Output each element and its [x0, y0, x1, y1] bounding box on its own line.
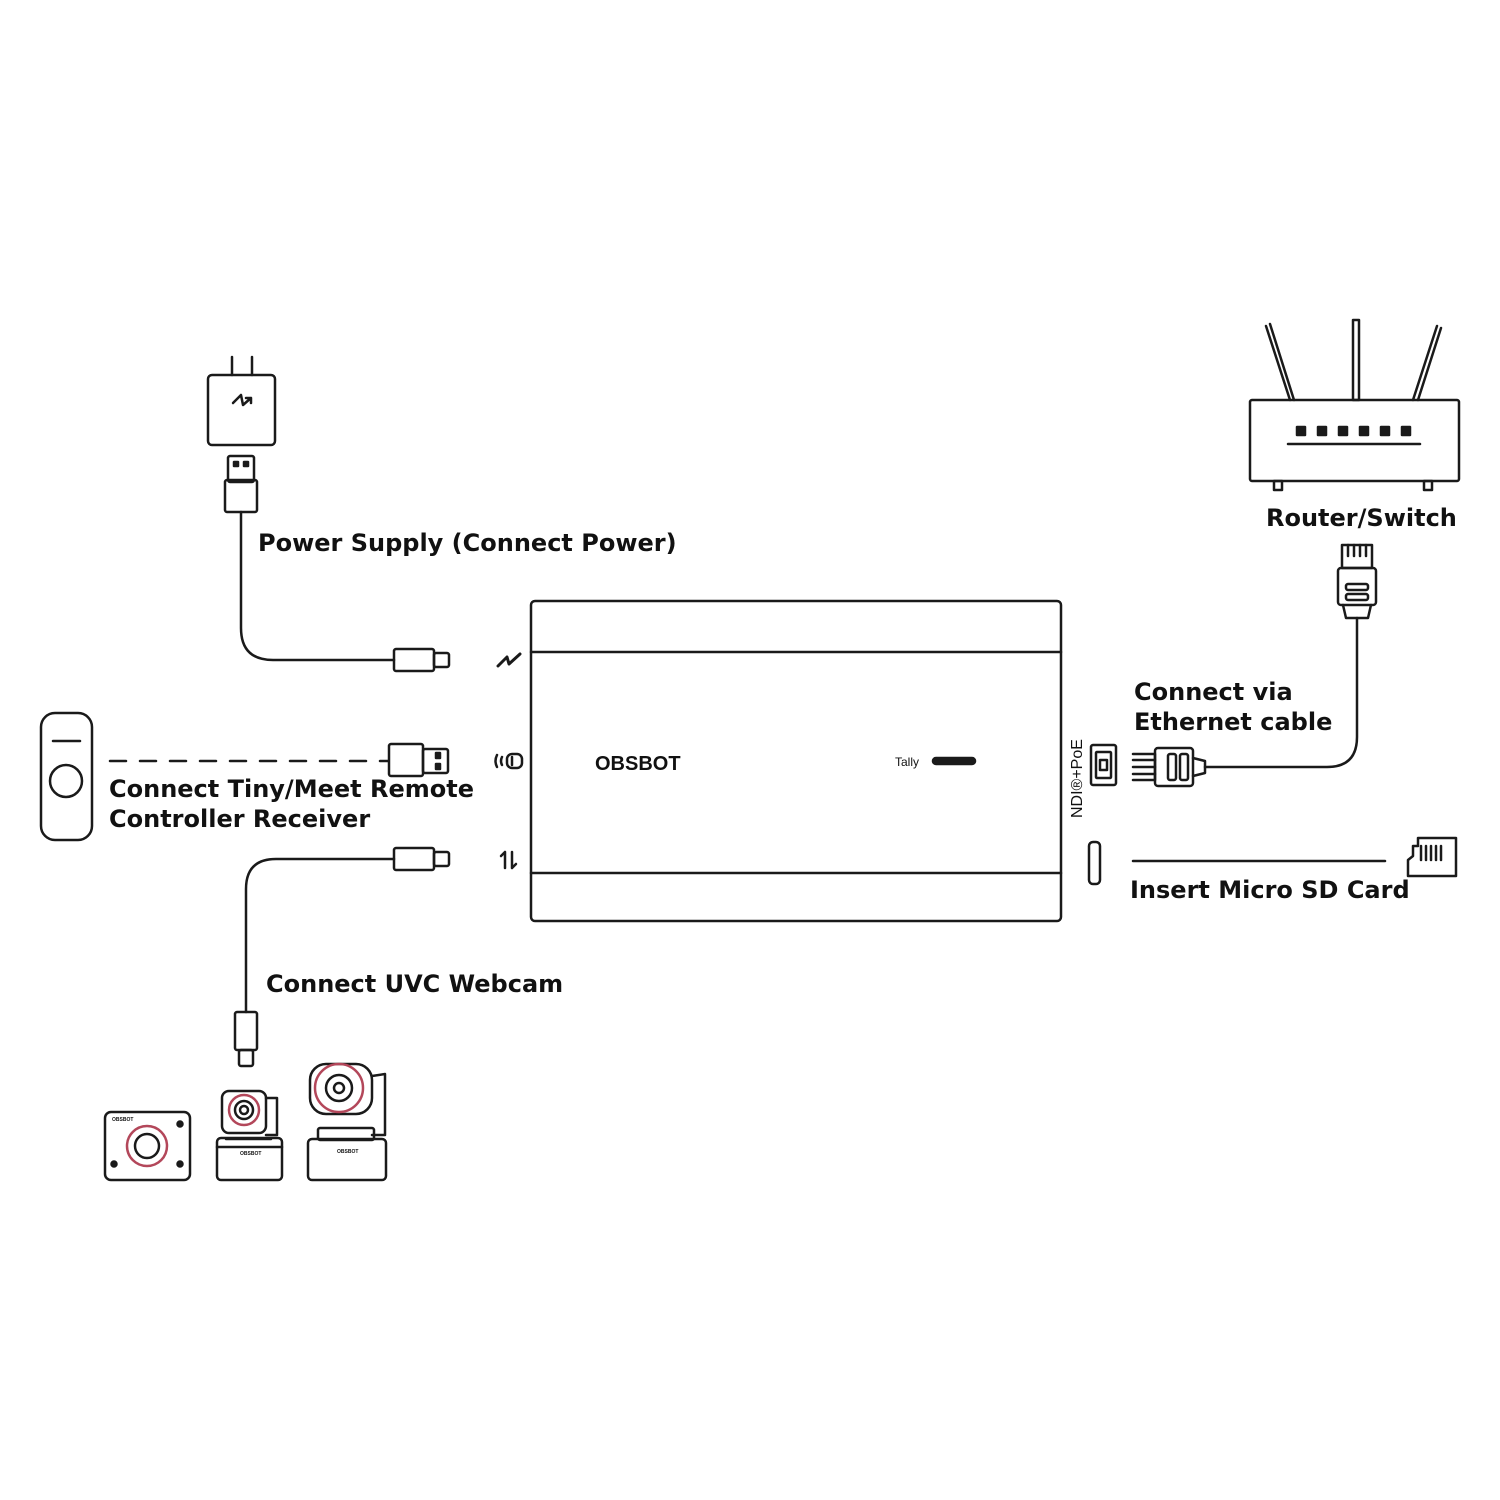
- sd-card-slot: [1087, 840, 1102, 886]
- power-supply-label: Power Supply (Connect Power): [258, 529, 677, 557]
- tally-light: [931, 756, 977, 766]
- tally-label: Tally: [895, 755, 919, 769]
- ethernet-plug: [1131, 746, 1207, 788]
- ndi-poe-label: NDI®+PoE: [1069, 739, 1086, 818]
- ethernet-label-line2: Ethernet cable: [1134, 708, 1333, 736]
- router-switch-label: Router/Switch: [1266, 504, 1457, 532]
- usb-receiver: [387, 742, 450, 778]
- wireless-receiver-icon: [494, 752, 524, 770]
- remote-receiver-label-line2: Controller Receiver: [109, 805, 371, 833]
- webcam-brand-label: OBSBOT: [112, 1117, 133, 1123]
- micro-sd-label: Insert Micro SD Card: [1130, 876, 1410, 904]
- power-adapter: [206, 355, 451, 673]
- charger-lightning-icon: [231, 393, 253, 407]
- obsbot-logo: OBSBOT: [595, 753, 681, 775]
- data-transfer-icon: [499, 850, 518, 870]
- uvc-webcam-label: Connect UVC Webcam: [266, 970, 564, 998]
- ethernet-plug-top: [1336, 543, 1378, 620]
- remote-receiver-label-line1: Connect Tiny/Meet Remote: [109, 775, 474, 803]
- power-cable: [239, 510, 396, 662]
- webcam-cable: [233, 846, 451, 1068]
- lightning-icon: [496, 652, 522, 668]
- remote-controller: [39, 711, 94, 842]
- webcam-brand-label: OBSBOT: [240, 1151, 261, 1157]
- router: [1248, 318, 1461, 492]
- webcam-brand-label: OBSBOT: [337, 1149, 358, 1155]
- rj45-port: [1089, 743, 1118, 787]
- ethernet-label-line1: Connect via: [1134, 678, 1293, 706]
- webcam-tail: [306, 1062, 388, 1182]
- ethernet-cable: [1203, 616, 1359, 769]
- webcam-tiny-tile: [103, 1110, 192, 1182]
- webcam-tiny: [215, 1089, 284, 1182]
- obsbot-device: [529, 599, 1063, 923]
- micro-sd-card: [1406, 836, 1458, 878]
